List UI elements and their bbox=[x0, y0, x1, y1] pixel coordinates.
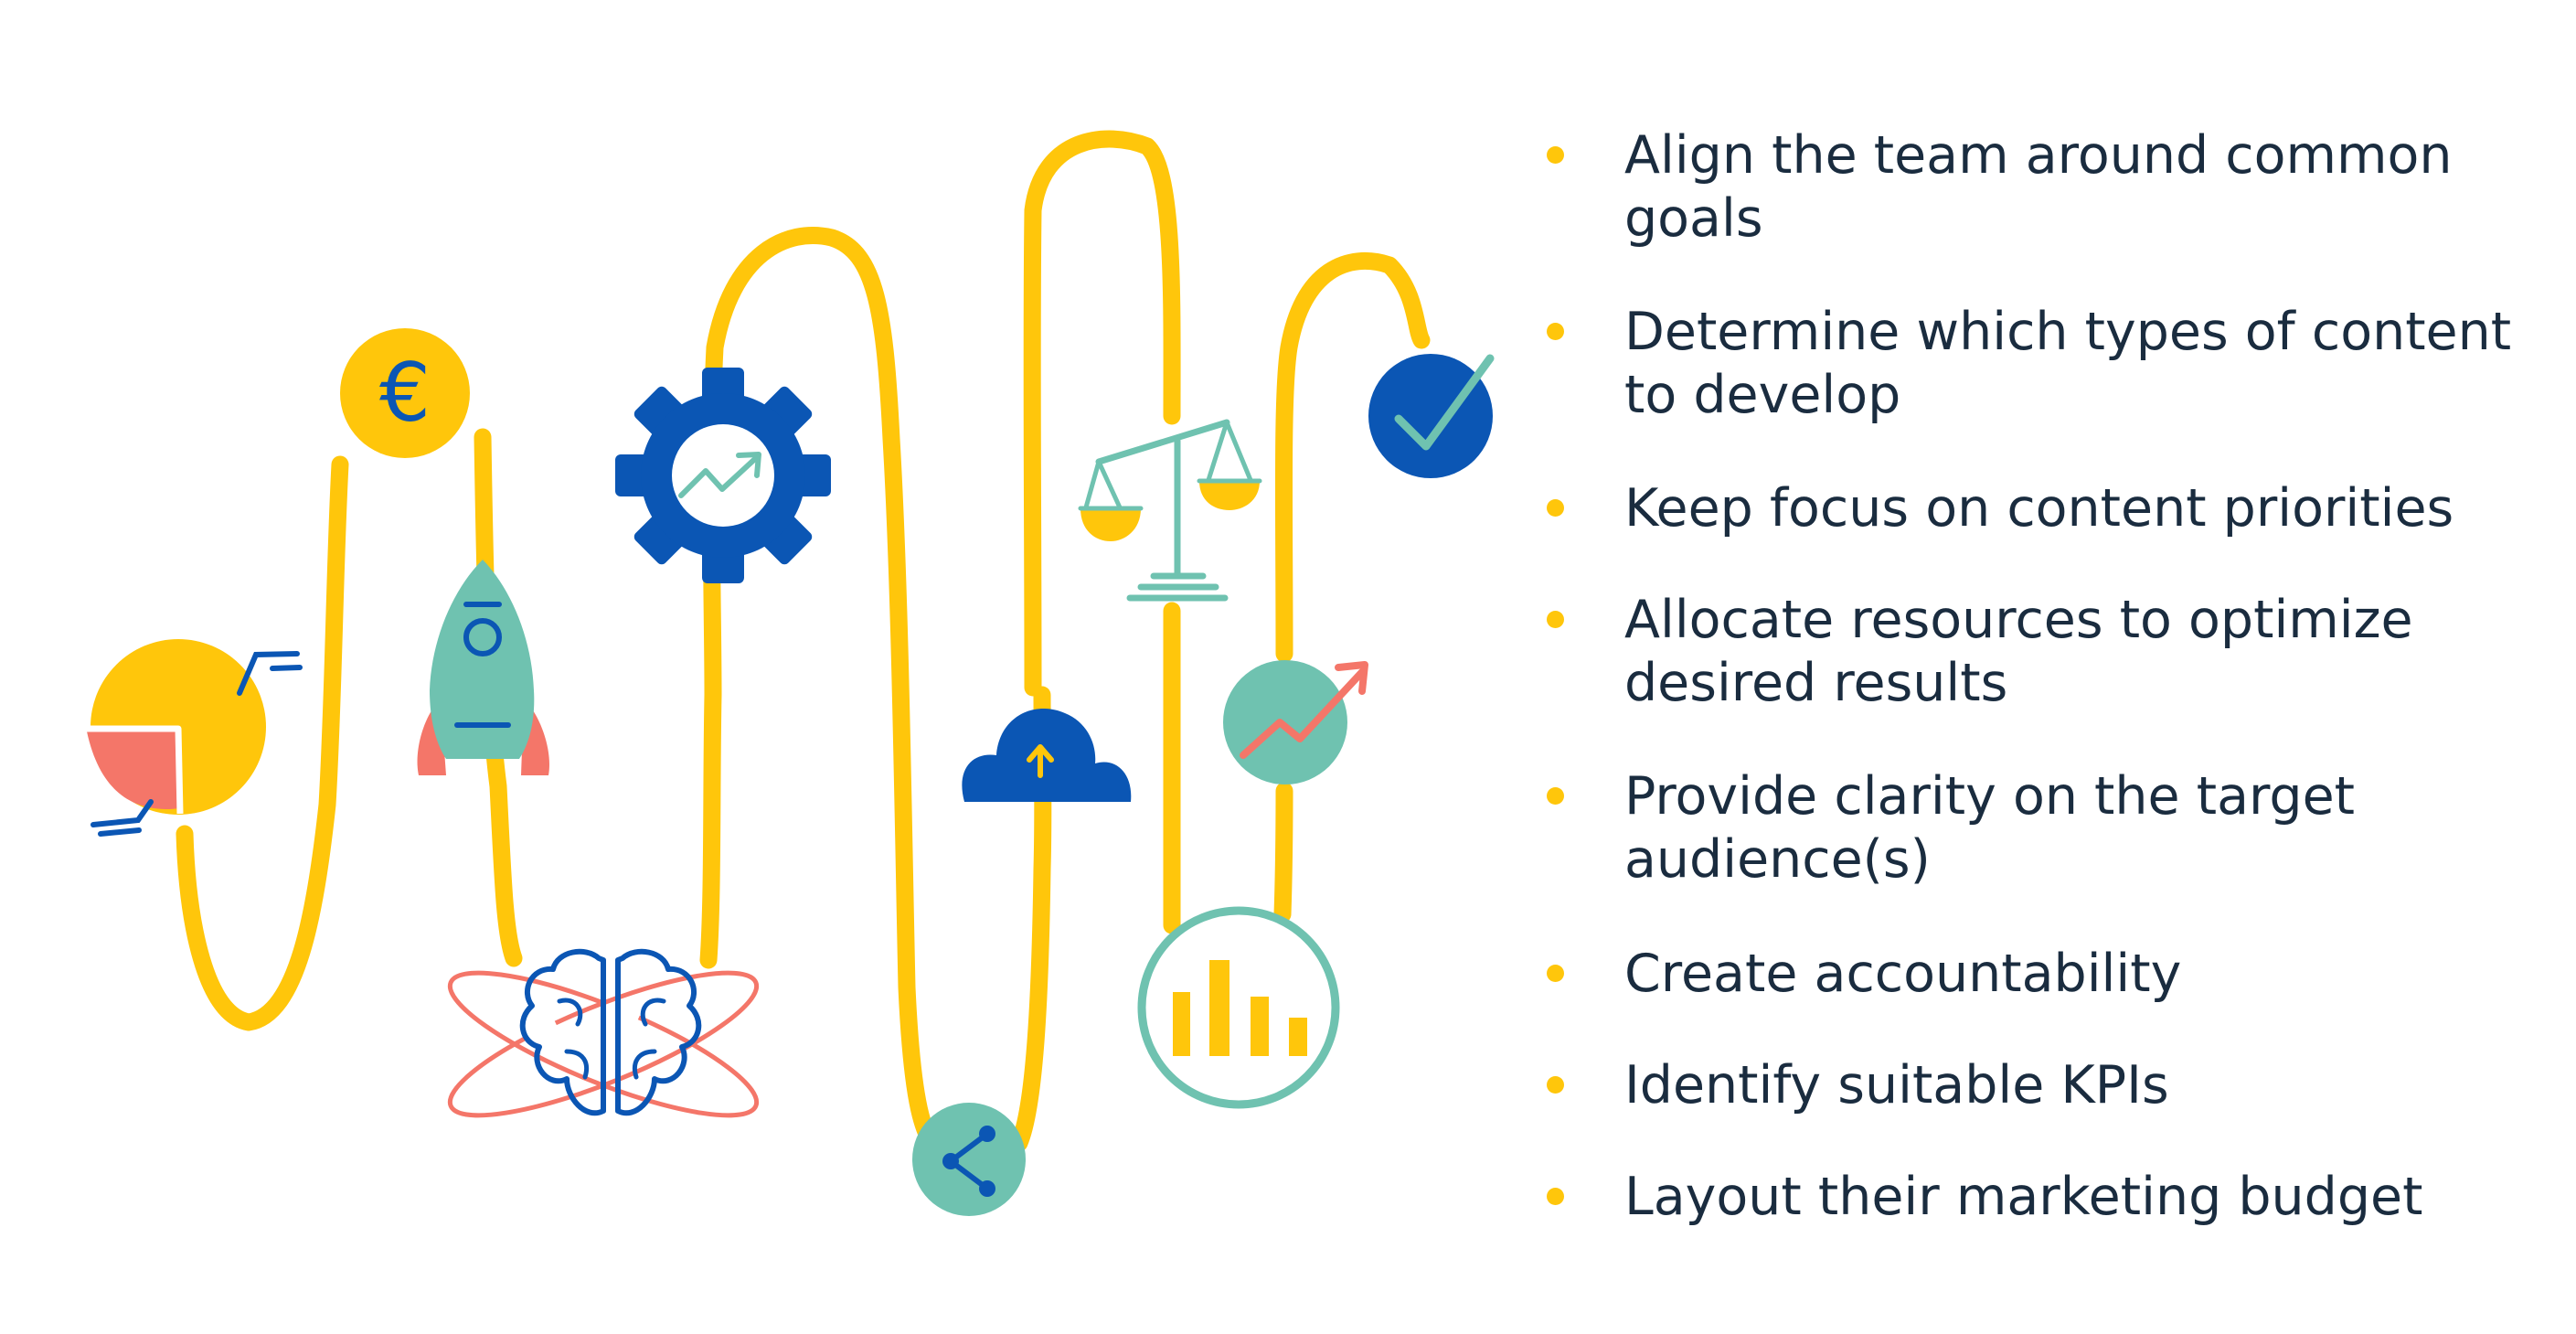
benefit-item: Keep focus on content priorities bbox=[1545, 477, 2550, 540]
benefit-item: Allocate resources to optimize desired r… bbox=[1545, 589, 2550, 715]
benefit-text: Determine which types of content to deve… bbox=[1624, 302, 2512, 425]
bullet-dot-icon bbox=[1547, 611, 1564, 628]
bullet-dot-icon bbox=[1547, 323, 1564, 340]
benefit-text: Create accountability bbox=[1624, 944, 2182, 1004]
benefit-item: Determine which types of content to deve… bbox=[1545, 301, 2550, 427]
benefit-text: Keep focus on content priorities bbox=[1624, 478, 2454, 539]
benefit-text: Allocate resources to optimize desired r… bbox=[1624, 590, 2413, 713]
trend-up-icon bbox=[1223, 660, 1368, 784]
bullet-dot-icon bbox=[1547, 1188, 1564, 1205]
bullet-dot-icon bbox=[1547, 787, 1564, 805]
content-strategy-illustration: € bbox=[87, 130, 1495, 1216]
benefit-item: Create accountability bbox=[1545, 943, 2550, 1006]
share-icon bbox=[912, 1103, 1026, 1216]
benefit-text: Align the team around common goals bbox=[1624, 125, 2453, 249]
brain-atom-icon bbox=[447, 948, 760, 1118]
euro-coin-icon: € bbox=[340, 328, 470, 458]
rocket-icon bbox=[417, 560, 549, 775]
benefit-item: Identify suitable KPIs bbox=[1545, 1054, 2550, 1117]
benefit-item: Provide clarity on the target audience(s… bbox=[1545, 765, 2550, 891]
bullet-dot-icon bbox=[1547, 499, 1564, 517]
gear-trend-icon bbox=[615, 368, 831, 583]
scales-icon bbox=[1078, 419, 1262, 602]
euro-symbol: € bbox=[379, 346, 431, 440]
benefit-text: Identify suitable KPIs bbox=[1624, 1055, 2169, 1115]
checkmark-icon bbox=[1368, 354, 1495, 478]
bullet-dot-icon bbox=[1547, 146, 1564, 164]
benefit-item: Align the team around common goals bbox=[1545, 124, 2550, 251]
cloud-upload-icon bbox=[962, 709, 1132, 802]
bullet-dot-icon bbox=[1547, 1076, 1564, 1094]
bar-chart-icon bbox=[1137, 906, 1340, 1109]
benefit-text: Provide clarity on the target audience(s… bbox=[1624, 766, 2356, 890]
benefit-text: Layout their marketing budget bbox=[1624, 1167, 2423, 1227]
pie-chart-icon bbox=[87, 639, 303, 837]
winding-path bbox=[176, 130, 1431, 1166]
bullet-dot-icon bbox=[1547, 965, 1564, 982]
benefit-item: Layout their marketing budget bbox=[1545, 1166, 2550, 1229]
